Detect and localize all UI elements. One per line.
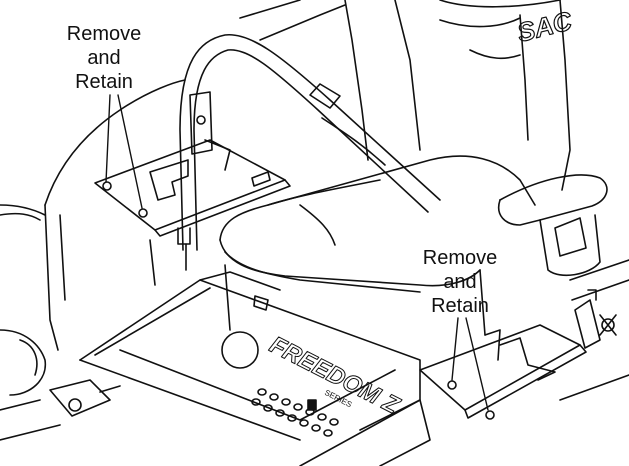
control-lever <box>179 33 441 251</box>
callout-right-line-2: and <box>443 271 477 293</box>
seat-brand-logo: SAC <box>514 5 577 49</box>
callout-right-line-1: Remove <box>422 247 498 269</box>
leader-right-1 <box>451 317 459 381</box>
right-mounting-plate <box>419 324 587 420</box>
seat-brand-text: SAC <box>514 5 576 48</box>
seat-cushion <box>219 155 536 336</box>
right-side-frame <box>559 259 629 401</box>
callout-right-line-3: Retain <box>431 295 489 317</box>
bolt-left-1 <box>102 181 112 191</box>
leader-left-1 <box>105 94 111 183</box>
bolt-left-2 <box>138 208 148 218</box>
callout-left: Remove and Retain <box>52 22 156 94</box>
callout-left-line-2: and <box>87 47 121 69</box>
callout-right: Remove and Retain <box>408 246 512 318</box>
armrest <box>498 174 608 277</box>
leader-right-2 <box>465 317 489 411</box>
left-mounting-plate <box>94 139 291 271</box>
deck-round-cover <box>221 331 259 369</box>
left-fender <box>0 79 186 396</box>
callout-leaders <box>105 94 489 411</box>
bolt-right-1 <box>447 380 457 390</box>
deck-floor-pan: FREEDOM Z SERIES <box>0 271 431 466</box>
seat-back: SAC <box>239 0 577 191</box>
callout-left-line-3: Retain <box>75 71 133 93</box>
deck-knob <box>307 399 317 411</box>
leader-left-2 <box>117 94 143 209</box>
bolt-right-2 <box>485 410 495 420</box>
callout-left-line-1: Remove <box>66 23 142 45</box>
deck-vent-holes <box>251 388 339 437</box>
